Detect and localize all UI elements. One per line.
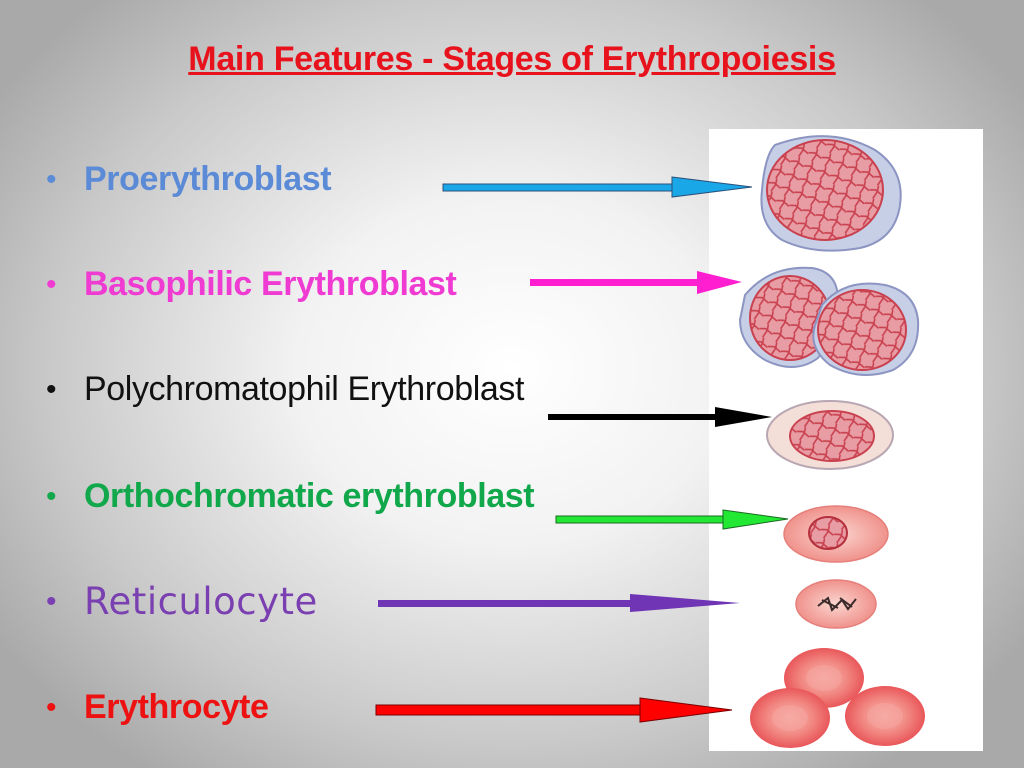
stage-orthochromatic-erythroblast: • Orthochromatic erythroblast [46,477,535,516]
stage-label: Proerythroblast [84,160,332,198]
stage-erythrocyte: • Erythrocyte [46,688,269,727]
arrow-proerythroblast [442,176,753,198]
bullet-icon: • [46,584,57,618]
arrow-basophilic-erythroblast [530,271,742,294]
basophilic-erythroblast-cell-pair [738,266,920,376]
erythrocyte-cells [750,648,925,748]
stage-proerythroblast: • Proerythroblast [46,160,332,199]
proerythroblast-cell [760,135,902,252]
bullet-icon: • [46,267,57,301]
slide-title: Main Features - Stages of Erythropoiesis [188,40,836,78]
arrow-reticulocyte [378,594,740,612]
arrow-polychromatophil-erythroblast [548,407,772,427]
bullet-icon: • [46,162,57,196]
stage-label: Orthochromatic erythroblast [84,477,535,515]
orthochromatic-erythroblast-cell [783,505,889,563]
stage-label: Basophilic Erythroblast [84,265,457,303]
polychromatophil-erythroblast-cell [766,400,894,470]
stage-polychromatophil-erythroblast: • Polychromatophil Erythroblast [46,370,524,409]
stage-basophilic-erythroblast: • Basophilic Erythroblast [46,265,457,304]
arrow-erythrocyte [375,697,733,723]
stage-label: Reticulocyte [84,580,318,623]
stage-reticulocyte: • Reticulocyte [46,580,318,623]
reticulocyte-cell [795,579,877,629]
stage-label: Erythrocyte [84,688,269,726]
bullet-icon: • [46,372,57,406]
arrow-orthochromatic-erythroblast [555,509,789,530]
stage-label: Polychromatophil Erythroblast [84,370,525,408]
bullet-icon: • [46,479,57,513]
bullet-icon: • [46,690,57,724]
